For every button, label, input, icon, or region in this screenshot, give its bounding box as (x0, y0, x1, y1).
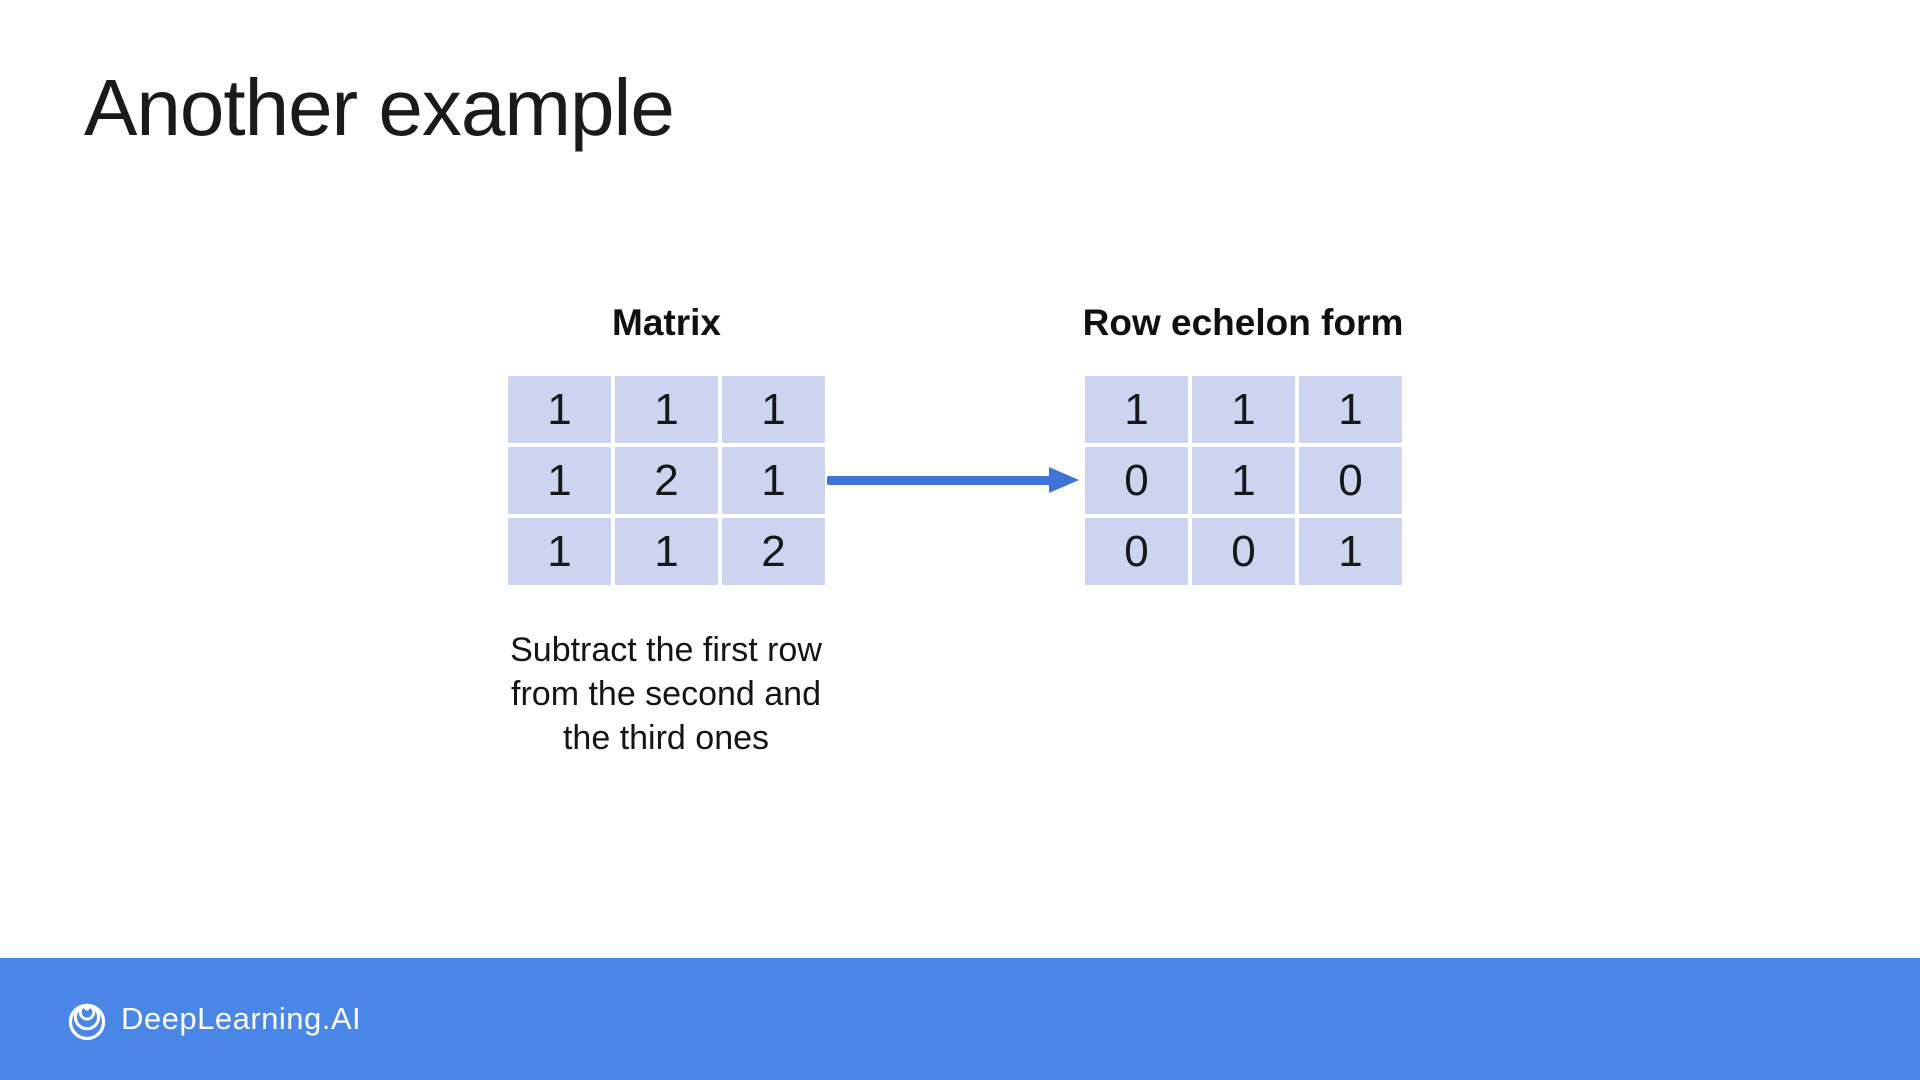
arrow-shaft (827, 475, 1053, 485)
row-echelon-cell-r0c2: 1 (1299, 376, 1402, 443)
row-echelon-cell-r2c2: 1 (1299, 518, 1402, 585)
matrix-cell-r1c0: 1 (508, 447, 611, 514)
page-title: Another example (84, 63, 675, 152)
matrix-cell-r0c0: 1 (508, 376, 611, 443)
brand-name: DeepLearning.AI (121, 1001, 362, 1036)
row-echelon-cell-r0c0: 1 (1085, 376, 1188, 443)
matrix-cell-r0c2: 1 (722, 376, 825, 443)
deeplearning-logo-icon (68, 1003, 106, 1041)
matrix-cell-r2c2: 2 (722, 518, 825, 585)
row-echelon-grid: 1 1 1 0 1 0 0 0 1 (1085, 376, 1402, 585)
matrix-label: Matrix (612, 302, 721, 343)
row-echelon-cell-r1c1: 1 (1192, 447, 1295, 514)
matrix-cell-r0c1: 1 (615, 376, 718, 443)
row-echelon-cell-r1c2: 0 (1299, 447, 1402, 514)
caption-line-1: Subtract the first row (510, 631, 822, 669)
row-echelon-cell-r2c0: 0 (1085, 518, 1188, 585)
row-echelon-cell-r1c0: 0 (1085, 447, 1188, 514)
matrix-cell-r1c1: 2 (615, 447, 718, 514)
arrow-head (1049, 467, 1079, 493)
matrix-cell-r2c1: 1 (615, 518, 718, 585)
footer-bar: DeepLearning.AI (0, 958, 1920, 1080)
caption-line-2: from the second and (511, 675, 821, 713)
brand: DeepLearning.AI (64, 996, 361, 1042)
caption-line-3: the third ones (562, 719, 770, 757)
row-echelon-cell-r2c1: 0 (1192, 518, 1295, 585)
matrix-grid: 1 1 1 1 2 1 1 1 2 (508, 376, 825, 585)
transform-arrow-icon (827, 467, 1079, 493)
operation-caption: Subtract the first row from the second a… (456, 628, 876, 760)
row-echelon-label: Row echelon form (1082, 302, 1404, 343)
matrix-cell-r2c0: 1 (508, 518, 611, 585)
row-echelon-cell-r0c1: 1 (1192, 376, 1295, 443)
matrix-cell-r1c2: 1 (722, 447, 825, 514)
